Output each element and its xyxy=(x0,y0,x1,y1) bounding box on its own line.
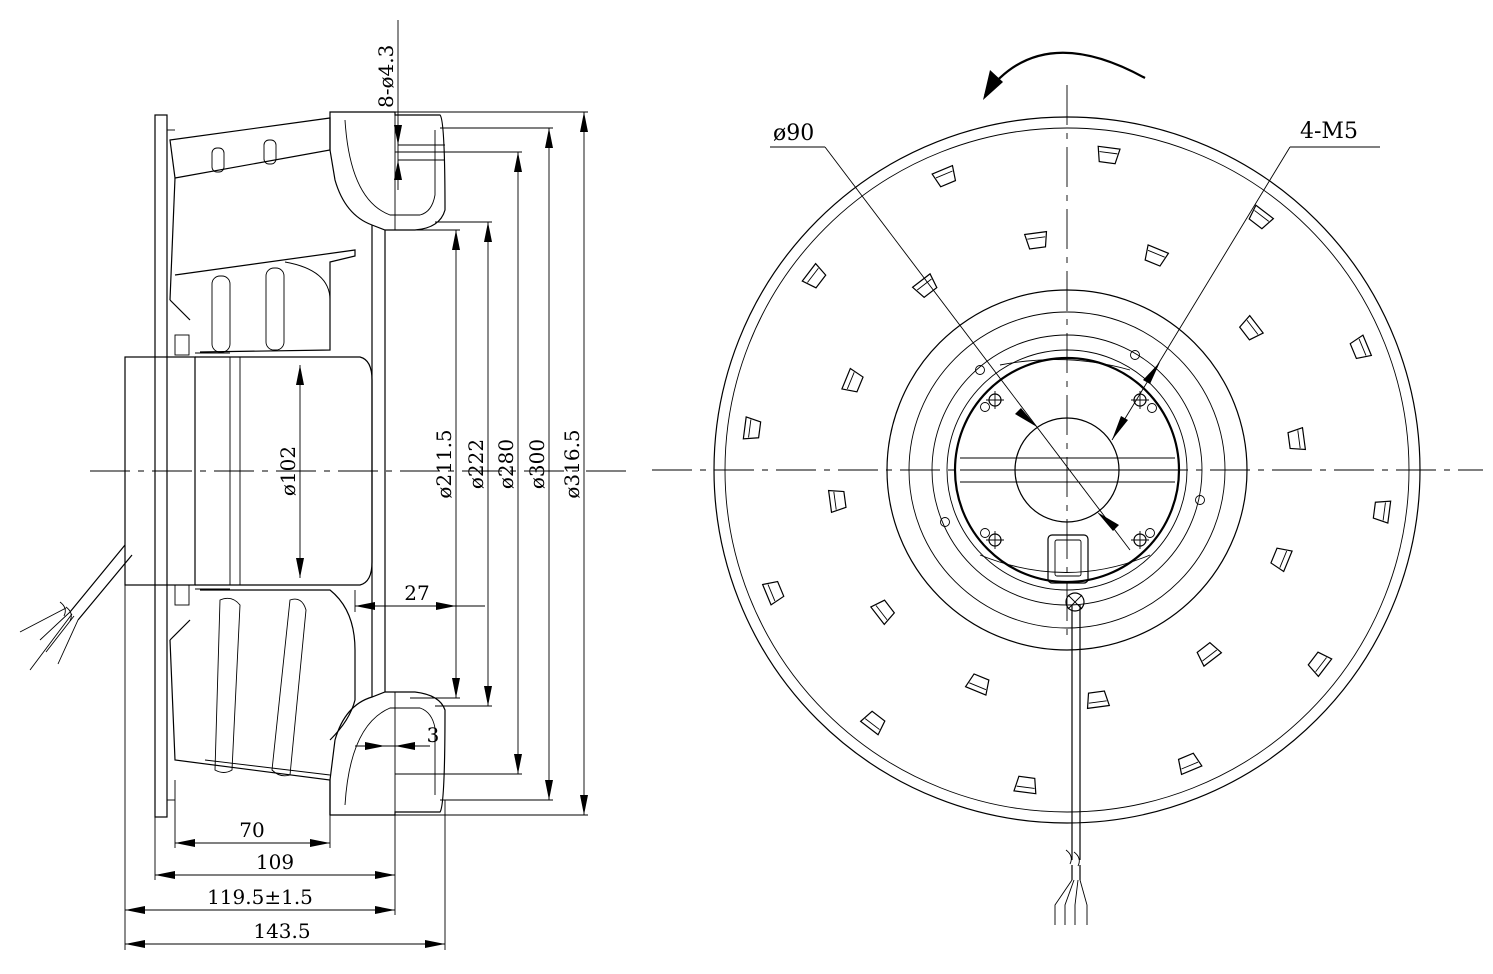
hub-screw xyxy=(986,391,1004,409)
blade-window xyxy=(1349,334,1373,360)
mount-hole xyxy=(1147,403,1157,413)
dim-w143: 143.5 xyxy=(253,919,310,943)
impeller-blades xyxy=(742,145,1392,795)
dim-w70: 70 xyxy=(239,818,264,842)
blade-window xyxy=(742,416,762,440)
mounting-plate xyxy=(154,114,168,818)
cable-gland xyxy=(1065,592,1085,612)
lower-bracket xyxy=(200,589,356,741)
blade-window xyxy=(1144,244,1170,267)
upper-bracket xyxy=(174,249,356,353)
blade-window xyxy=(869,599,896,626)
rotation-arrow xyxy=(984,51,1146,96)
side-view: ø102 ø211.5 ø222 ø280 ø300 xyxy=(19,20,630,950)
dim-d316: ø316.5 xyxy=(560,429,584,498)
dim-d90: ø90 xyxy=(773,121,814,146)
upper-cone xyxy=(169,117,331,179)
dim-d211: ø211.5 xyxy=(432,429,456,498)
dim-m5: 4-M5 xyxy=(1300,119,1358,144)
hub-screw xyxy=(986,531,1004,549)
mount-hole xyxy=(980,528,990,538)
upper-shroud xyxy=(329,111,446,231)
lower-cone xyxy=(169,639,331,815)
blade-window xyxy=(1177,752,1203,776)
dim-d222: ø222 xyxy=(464,439,488,489)
dim-w109: 109 xyxy=(256,850,294,874)
hub-screws xyxy=(940,350,1205,549)
blade-window xyxy=(1248,204,1275,230)
lower-shroud xyxy=(329,691,446,816)
inlet-ring xyxy=(886,289,1248,651)
mount-hole xyxy=(1130,350,1140,360)
blade-window xyxy=(1372,500,1392,524)
mount-hole xyxy=(975,365,985,375)
blade-window xyxy=(1270,547,1293,573)
blade-window xyxy=(1013,775,1037,795)
mount-hole xyxy=(980,402,990,412)
mount-hole xyxy=(940,517,950,527)
dim-w3: 3 xyxy=(427,723,440,747)
blade-window xyxy=(859,710,886,736)
blade-window xyxy=(761,580,785,606)
blade-window xyxy=(1097,145,1121,165)
mount-hole xyxy=(1195,495,1205,505)
outer-ring xyxy=(713,116,1421,824)
dim-holes: 8-ø4.3 xyxy=(374,45,398,108)
dim-d300: ø300 xyxy=(525,439,549,489)
hub-ring xyxy=(953,356,1181,584)
cable xyxy=(69,544,133,621)
blade-window xyxy=(931,164,957,188)
blade-window xyxy=(911,272,938,299)
hub-screw xyxy=(1131,531,1149,549)
blade-window xyxy=(1086,690,1111,710)
blade-window xyxy=(1287,426,1307,451)
blade-window xyxy=(964,673,990,696)
dim-w119: 119.5±1.5 xyxy=(207,885,313,909)
blade-window xyxy=(827,489,847,514)
blade-window xyxy=(841,367,864,393)
front-view: ø90 4-M5 xyxy=(652,51,1483,925)
blade-window xyxy=(1307,651,1333,678)
blade-window xyxy=(1238,314,1265,341)
cable-connector xyxy=(1047,534,1089,584)
blade-window xyxy=(1196,641,1223,668)
motor-cap xyxy=(124,356,196,586)
blade-window xyxy=(801,262,827,289)
dim-d102: ø102 xyxy=(276,446,300,496)
dim-w27: 27 xyxy=(404,581,429,605)
dim-d280: ø280 xyxy=(494,439,518,489)
mount-hole xyxy=(1145,528,1155,538)
blade-window xyxy=(1023,230,1048,250)
